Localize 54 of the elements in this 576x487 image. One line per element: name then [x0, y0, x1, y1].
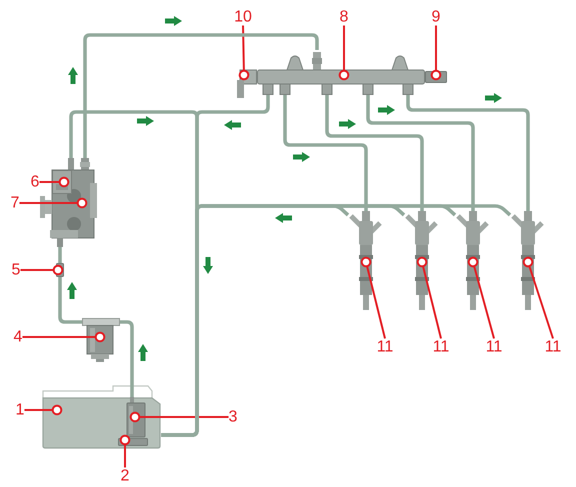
callout-number: 10 [234, 8, 252, 26]
leader-line [24, 404, 62, 416]
callout-number: 4 [14, 328, 22, 346]
fuel-line [58, 277, 82, 324]
callout-number: 6 [30, 174, 40, 190]
direction-arrow [378, 105, 394, 115]
fuel-injector [510, 211, 546, 310]
direction-arrow [138, 344, 148, 360]
direction-arrow [292, 152, 310, 162]
fuel-line [283, 95, 368, 211]
callout-number: 11 [376, 338, 394, 356]
leader-line [416, 256, 442, 339]
callout-number: 11 [544, 338, 562, 356]
direction-arrow [164, 16, 182, 26]
callout-number: 11 [486, 338, 502, 356]
callout-number: 5 [12, 262, 20, 278]
fuel-line [120, 320, 134, 397]
fuel-injector [348, 211, 384, 310]
leader-line [522, 256, 554, 339]
leader-line [430, 26, 442, 80]
leader-line [238, 25, 250, 80]
callout-number: 1 [16, 402, 24, 418]
fuel-line [366, 95, 475, 211]
direction-arrow [274, 213, 292, 223]
callout-number: 7 [10, 194, 20, 212]
fuel-line [325, 95, 424, 211]
return-line [69, 110, 199, 437]
leader-line [39, 176, 70, 188]
callout-number: 2 [120, 468, 130, 484]
fuel-line [58, 247, 62, 263]
direction-arrow [136, 116, 154, 126]
leader-line [130, 412, 229, 422]
callout-number: 9 [432, 8, 440, 26]
leader-line [22, 332, 106, 342]
direction-arrow [338, 119, 356, 129]
fuel-rail [257, 50, 425, 95]
leader-line [338, 26, 350, 80]
fuel-filter [82, 318, 120, 362]
fuel-injector [455, 211, 491, 310]
callout-number: 11 [432, 338, 450, 356]
direction-arrow [68, 66, 78, 84]
direction-arrow [224, 120, 240, 130]
fuel-line [83, 33, 319, 158]
fuel-injector [404, 211, 440, 310]
leader-line [360, 256, 386, 339]
direction-arrow [67, 282, 77, 298]
callout-number: 3 [228, 408, 238, 426]
fuel-line [406, 95, 530, 211]
direction-arrow [484, 93, 502, 103]
leader-line [120, 434, 130, 468]
callout-number: 8 [340, 8, 348, 26]
leader-line [19, 198, 88, 208]
leader-line [468, 256, 495, 339]
direction-arrow [203, 256, 213, 274]
